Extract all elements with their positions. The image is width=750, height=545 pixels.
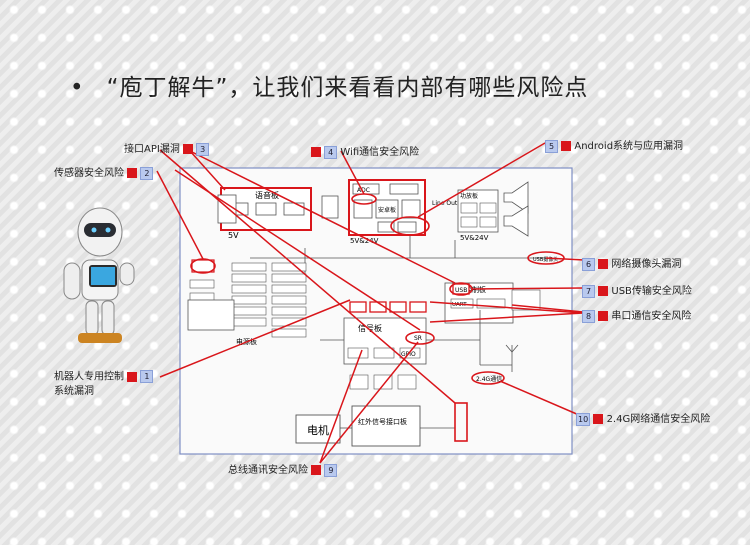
power-board — [187, 299, 235, 331]
risk-label-4: 4 Wifi通信安全风险 — [311, 143, 419, 159]
voltage-label-2: 5V&24V — [350, 237, 379, 245]
title-text: “庖丁解牛”，让我们来看看内部有哪些风险点 — [106, 75, 589, 101]
motor-label: 电机 — [307, 423, 329, 437]
risk-marker-icon — [183, 144, 194, 154]
risk-marker-icon — [561, 141, 572, 151]
sr-label: SR — [414, 335, 422, 342]
ir-board-label: 红外信号接口板 — [358, 417, 407, 426]
risk-label-6: 6 网络摄像头漏洞 — [582, 255, 681, 271]
risk-label-9: 总线通讯安全风险 9 — [228, 461, 338, 477]
risk-marker-icon — [127, 168, 138, 178]
risk-label-1: 机器人专用控制 1 系统漏洞 — [54, 370, 154, 399]
slide-title: • “庖丁解牛”，让我们来看看内部有哪些风险点 — [70, 68, 588, 102]
risk-label-8: 8 串口通信安全风险 — [582, 307, 691, 323]
power-amp-label: 功放板 — [460, 192, 478, 200]
risk-marker-icon — [598, 286, 609, 296]
voice-board-label: 语音板 — [255, 190, 279, 200]
risk-label-7: 7 USB传输安全风险 — [582, 282, 692, 298]
android-board-label: 安卓板 — [378, 206, 396, 214]
camera-label: USB摄像头 — [533, 256, 558, 263]
risk-marker-icon — [127, 371, 138, 382]
robot-illustration — [63, 207, 135, 343]
speaker-icon-2 — [503, 205, 529, 237]
risk-marker-icon — [598, 311, 609, 321]
signal-board-label: 信号板 — [358, 323, 382, 333]
risk-label-5: 5 Android系统与应用漏洞 — [545, 137, 683, 153]
risk-label-3: 接口API漏洞 3 — [124, 140, 210, 156]
risk-label-2: 传感器安全风险 2 — [54, 164, 154, 180]
risk-label-10: 10 2.4G网络通信安全风险 — [576, 412, 711, 426]
voltage-label-1: 5V — [228, 231, 239, 240]
risk-marker-icon — [593, 414, 604, 424]
risk-marker-icon — [598, 259, 609, 269]
adc-label: ADC — [357, 187, 370, 194]
uart-label: UART — [452, 302, 467, 308]
bullet: • — [70, 75, 85, 101]
usb-label: USB — [455, 287, 467, 294]
freq-label: 2.4G通信 — [476, 375, 502, 383]
voltage-label-3: 5V&24V — [460, 234, 489, 242]
risk-marker-icon — [311, 465, 322, 475]
line-out-label: Line Out — [432, 200, 458, 207]
ir-board — [351, 405, 421, 447]
risk-marker-icon — [311, 147, 321, 157]
